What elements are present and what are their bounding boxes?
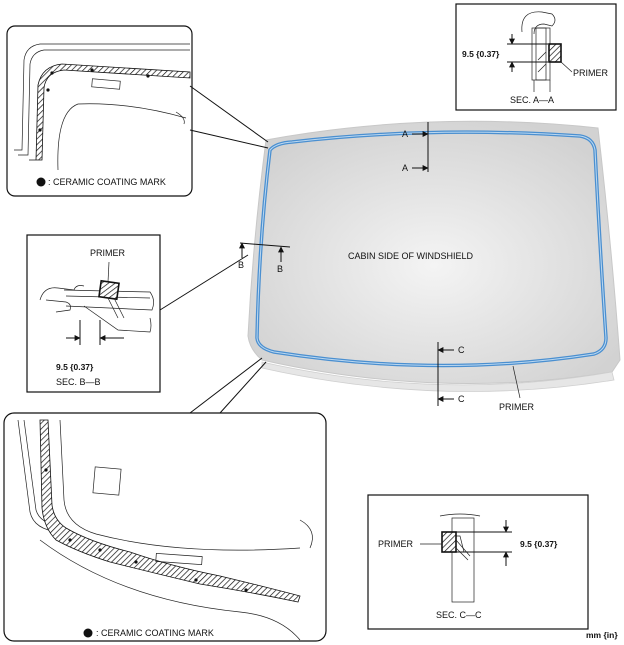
ceramic-mark-label-top: : CERAMIC COATING MARK xyxy=(48,177,166,187)
units-label: mm {in} xyxy=(586,630,618,640)
section-c-primer: PRIMER xyxy=(378,539,414,549)
section-c-dimension: 9.5 {0.37} xyxy=(520,539,558,549)
section-a-dimension: 9.5 {0.37} xyxy=(462,49,500,59)
section-a-letter-top: A xyxy=(402,129,408,139)
detail-section-a: 9.5 {0.37} PRIMER SEC. A—A xyxy=(455,3,617,111)
section-b-letter-right: B xyxy=(277,264,283,274)
section-c-letter-top: C xyxy=(458,345,465,355)
section-a-letter-bottom: A xyxy=(402,163,408,173)
section-b-primer: PRIMER xyxy=(90,248,126,258)
detail-top-left: : CERAMIC COATING MARK xyxy=(6,25,269,197)
primer-callout: PRIMER xyxy=(499,365,535,412)
ceramic-dot-icon-bottom xyxy=(83,628,93,638)
section-b-title: SEC. B—B xyxy=(56,377,101,387)
detail-bottom-left: : CERAMIC COATING MARK xyxy=(3,357,327,642)
section-mark-a: A A xyxy=(402,122,429,173)
cabin-side-label: CABIN SIDE OF WINDSHIELD xyxy=(348,251,474,261)
ceramic-dot-icon xyxy=(36,177,46,187)
detail-section-b: PRIMER 9.5 {0.37} SEC. B—B xyxy=(26,234,249,393)
section-b-letter-left: B xyxy=(238,260,244,270)
windshield-glass xyxy=(247,120,621,392)
ceramic-mark-label-bottom: : CERAMIC COATING MARK xyxy=(96,628,214,638)
section-mark-c: C C xyxy=(437,342,465,406)
detail-section-c: PRIMER 9.5 {0.37} SEC. C—C xyxy=(367,494,589,630)
section-mark-b: B B xyxy=(238,242,291,274)
section-a-title: SEC. A—A xyxy=(510,95,554,105)
primer-label-main: PRIMER xyxy=(499,402,535,412)
section-c-letter-bottom: C xyxy=(458,394,465,404)
section-c-title: SEC. C—C xyxy=(436,610,482,620)
primer-bead xyxy=(255,130,608,368)
section-b-dimension: 9.5 {0.37} xyxy=(56,362,94,372)
section-a-primer: PRIMER xyxy=(573,68,609,78)
